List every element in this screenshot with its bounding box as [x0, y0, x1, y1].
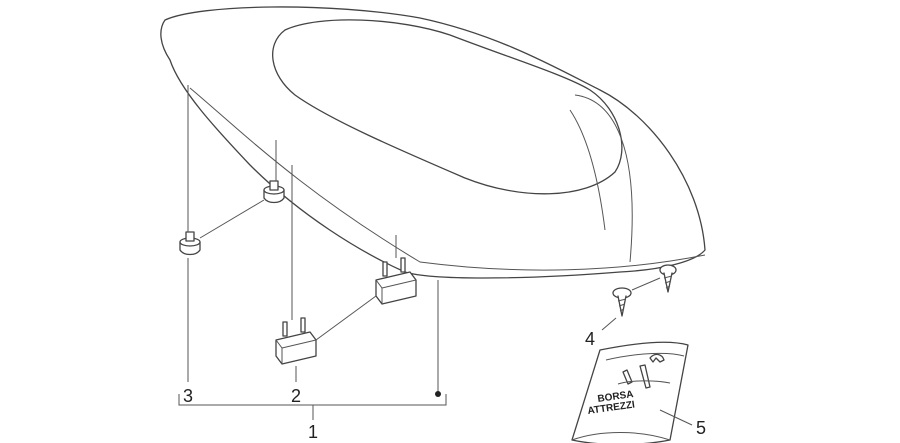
callout-3: 3 — [183, 386, 193, 406]
callout-4-leader — [601, 317, 617, 331]
screw-part — [659, 264, 677, 293]
leader-dot — [435, 391, 441, 397]
rubber-buffer-part — [263, 180, 285, 204]
callout-5-leader — [659, 409, 693, 426]
screw-leader-line — [631, 277, 661, 291]
bracket-connect-line — [315, 295, 377, 341]
callout-5: 5 — [696, 418, 706, 438]
tool-bag-part: BORSA ATTREZZI — [571, 341, 689, 443]
buffer-connect-line — [199, 199, 265, 239]
bag-label-line1: BORSA — [597, 389, 634, 405]
seat-part — [160, 6, 706, 279]
bracket-part — [275, 317, 317, 365]
callout-2: 2 — [291, 386, 301, 406]
callout-4: 4 — [585, 329, 595, 349]
screw-part — [612, 287, 632, 317]
callout-1: 1 — [308, 422, 318, 442]
rubber-buffer-part — [179, 231, 201, 256]
group-bracket-line — [178, 394, 447, 406]
